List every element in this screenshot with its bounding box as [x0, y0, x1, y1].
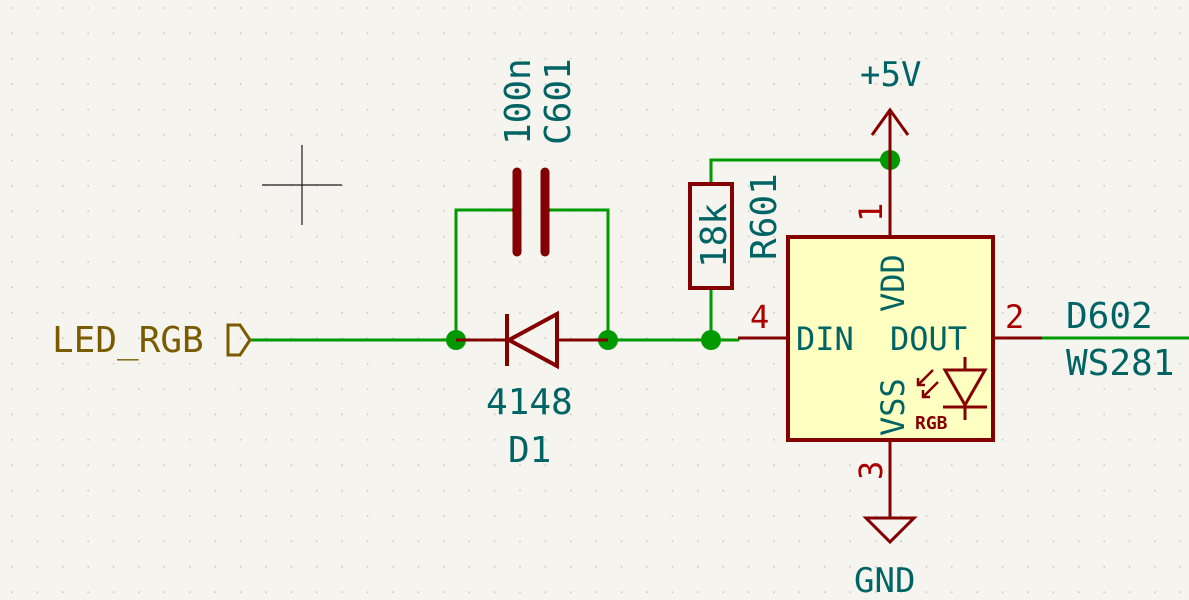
power-symbol-gnd[interactable]: GND [854, 516, 918, 600]
pin-number-vss: 3 [852, 461, 890, 480]
resistor-body [688, 182, 734, 290]
pin-number-din: 4 [750, 298, 769, 336]
resistor-ref: R601 [744, 173, 785, 260]
pin-number-dout: 2 [1005, 298, 1024, 336]
net-label-led-rgb[interactable]: LED_RGB [52, 320, 252, 361]
pin-number-vdd: 1 [852, 203, 890, 222]
wires[interactable] [248, 158, 1189, 342]
power-symbol-5v[interactable]: +5V [860, 55, 921, 160]
wire-cap-left[interactable] [454, 208, 514, 342]
wire-resistor-top-to-vcc[interactable] [709, 158, 892, 185]
capacitor-c601[interactable]: 100n C601 [498, 58, 579, 257]
net-label-text: LED_RGB [52, 320, 204, 361]
rgb-led-icon: RGB [915, 357, 988, 434]
input-port-icon [226, 323, 252, 357]
crosshair-cursor [262, 145, 342, 225]
diode-d1[interactable]: 4148 D1 [456, 310, 608, 471]
resistor-value: 18k [694, 203, 735, 268]
pin-name-vss: VSS [874, 378, 912, 436]
pin-name-vdd: VDD [874, 254, 912, 312]
led-ic-d602[interactable]: 1 4 2 3 VDD DIN DOUT VSS RGB D602 WS281 [738, 160, 1174, 518]
power-vcc-label: +5V [860, 55, 921, 95]
ground-icon [862, 516, 918, 545]
junction-dot [701, 330, 721, 350]
diode-value: 4148 [486, 382, 573, 423]
resistor-r601[interactable]: 18k R601 [688, 173, 785, 290]
rgb-icon-label: RGB [915, 413, 948, 434]
wire-cap-right[interactable] [548, 208, 610, 342]
capacitor-ref: C601 [538, 58, 579, 145]
led-value: WS281 [1066, 343, 1174, 384]
power-gnd-label: GND [854, 561, 915, 600]
diode-triangle [504, 310, 559, 370]
capacitor-value: 100n [498, 58, 539, 145]
diode-ref: D1 [508, 430, 551, 471]
led-ref: D602 [1066, 296, 1153, 337]
pin-name-dout: DOUT [890, 320, 967, 358]
pin-name-din: DIN [796, 320, 854, 358]
junctions [446, 150, 900, 350]
power-arrow-icon [870, 107, 910, 136]
